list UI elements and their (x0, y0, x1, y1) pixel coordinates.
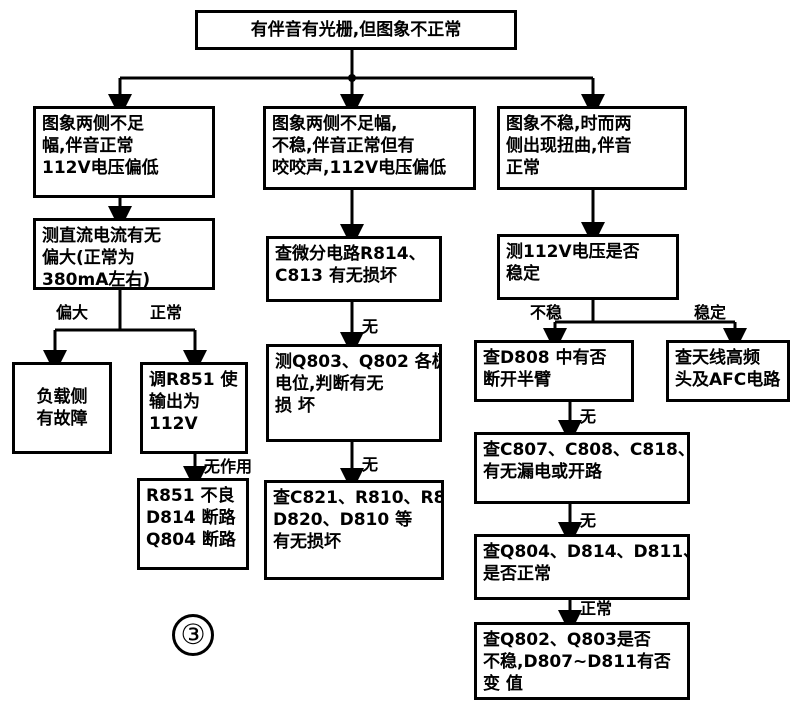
node-right2: 测112V电压是否稳定 (497, 234, 679, 300)
node-right5: 查Q804、D814、D811、R851是否正常 (474, 534, 690, 600)
figure-number-badge: ③ (172, 614, 214, 656)
node-text-line: 查微分电路R814、 (275, 244, 426, 264)
node-text-line: 稳定 (506, 264, 540, 284)
node-root: 有伴音有光栅,但图象不正常 (195, 10, 517, 50)
node-text-line: 图象不稳,时而两 (506, 114, 632, 134)
node-text-line: 有无损坏 (273, 532, 341, 552)
node-mid1: 图象两侧不足幅,不稳,伴音正常但有咬咬声,112V电压偏低 (263, 106, 476, 190)
node-text-line: 测112V电压是否 (506, 242, 640, 262)
node-right1: 图象不稳,时而两侧出现扭曲,伴音正常 (497, 106, 687, 190)
node-text-line: 负载侧 (36, 387, 88, 407)
edge-label-wu-mid-1: 无 (362, 317, 379, 336)
node-mid2: 查微分电路R814、C813 有无损坏 (266, 236, 442, 302)
edge-label-wuzuoyong: 无作用 (204, 457, 253, 476)
edge-label-wu-right-1: 无 (580, 407, 597, 426)
node-text-line: 损 坏 (275, 396, 315, 416)
edge-label-zhengchang-left: 正常 (150, 303, 183, 322)
node-text-line: 查Q804、D814、D811、R851 (483, 542, 687, 562)
node-right6: 查Q802、Q803是否不稳,D807~D811有否变 值 (474, 622, 690, 700)
node-text-line: 是否正常 (483, 564, 551, 584)
node-text-line: Q804 断路 (146, 530, 236, 550)
node-text-line: 断开半臂 (483, 370, 551, 390)
node-text-line: 图象两侧不足 (42, 114, 144, 134)
edge-label-buwen: 不稳 (530, 303, 563, 322)
node-text-line: 幅,伴音正常 (42, 136, 134, 156)
node-text-line: 偏大(正常为 (42, 248, 135, 268)
node-text-line: 不稳,伴音正常但有 (272, 136, 415, 156)
node-text-line: 正常 (506, 158, 540, 178)
edge-label-wu-mid-2: 无 (362, 455, 379, 474)
node-text-line: 有伴音有光栅,但图象不正常 (250, 20, 462, 40)
node-text-line: C813 有无损坏 (275, 266, 397, 286)
node-text-line: 查C821、R810、R811、 (273, 488, 441, 508)
node-text-line: R851 不良 (146, 486, 235, 506)
node-text-line: 不稳,D807~D811有否 (483, 652, 671, 672)
node-text-line: D820、D810 等 (273, 510, 413, 530)
node-text-line: 测直流电流有无 (42, 226, 161, 246)
node-text-line: 输出为 (149, 392, 200, 412)
edge-label-zhengchang-right: 正常 (580, 599, 613, 618)
node-text-line: D814 断路 (146, 508, 236, 528)
node-text-line: 112V (149, 414, 198, 434)
node-text-line: 图象两侧不足幅, (272, 114, 398, 134)
edge-label-wu-right-2: 无 (580, 511, 597, 530)
node-text-line: 头及AFC电路 (675, 370, 781, 390)
node-text-line: 侧出现扭曲,伴音 (506, 136, 632, 156)
node-text-line: 查D808 中有否 (483, 348, 607, 368)
edge-label-wending: 稳定 (694, 303, 727, 322)
node-text-line: 电位,判断有无 (275, 374, 384, 394)
node-text-line: 有故障 (36, 409, 88, 429)
node-text-line: 测Q803、Q802 各极 (275, 352, 442, 372)
node-text-line: 查Q802、Q803是否 (483, 630, 651, 650)
node-text-line: 变 值 (483, 674, 523, 694)
node-mid3: 测Q803、Q802 各极电位,判断有无损 坏 (266, 344, 442, 442)
node-text-line: 调R851 使 (149, 370, 238, 390)
node-text-line: 咬咬声,112V电压偏低 (272, 158, 447, 178)
node-text-line: 查C807、C808、C818、C817 (483, 440, 687, 460)
node-right3a: 查D808 中有否断开半臂 (474, 340, 634, 402)
node-right3b: 查天线高频头及AFC电路 (666, 340, 790, 402)
node-text-line: 380mA左右) (42, 270, 151, 290)
node-text-line: 查天线高频 (675, 348, 760, 368)
node-text-line: 112V电压偏低 (42, 158, 159, 178)
node-right4: 查C807、C808、C818、C817有无漏电或开路 (474, 432, 690, 504)
node-text-line: 有无漏电或开路 (483, 462, 602, 482)
edge-label-biandà: 偏大 (56, 303, 89, 322)
node-left3a: 负载侧有故障 (12, 362, 112, 454)
